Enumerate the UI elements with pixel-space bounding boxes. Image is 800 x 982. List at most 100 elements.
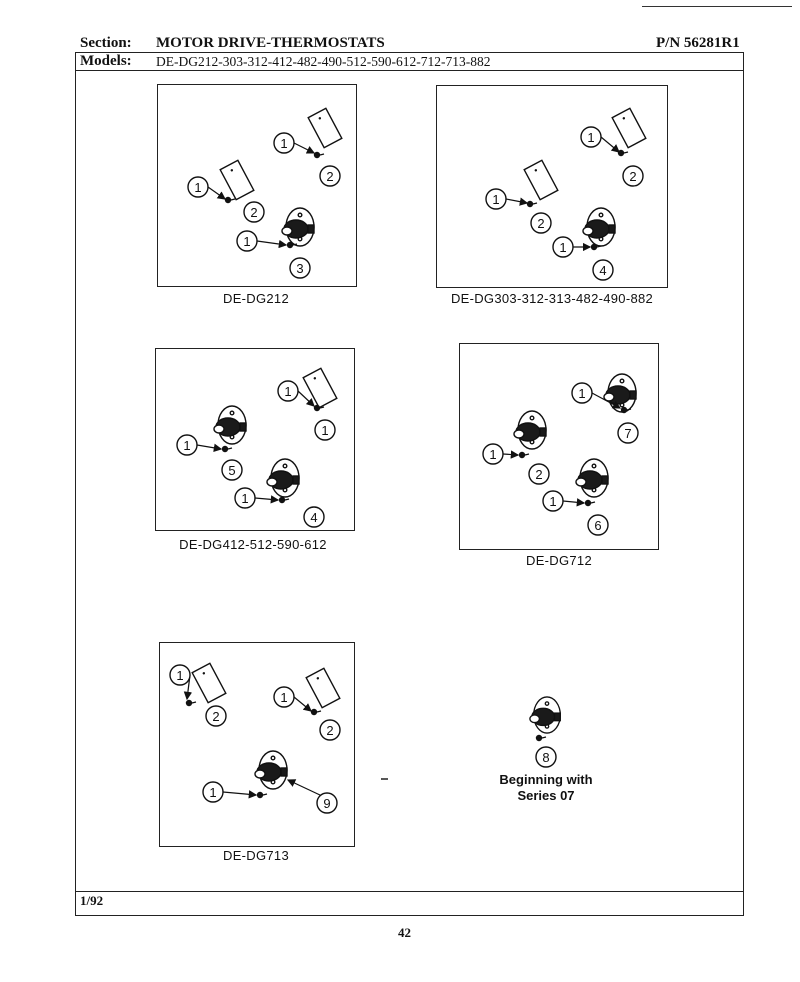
callout-5: 5 (221, 459, 243, 481)
callout-1: 1 (202, 781, 258, 803)
screw-icon (590, 243, 602, 251)
callout-2: 2 (530, 212, 552, 234)
thermostat-icon (603, 373, 637, 413)
thermostat-plate (523, 159, 559, 201)
callout-2: 2 (319, 165, 341, 187)
callout-7: 7 (617, 422, 639, 444)
callout-2: 2 (528, 463, 550, 485)
callout-number: 8 (542, 750, 549, 765)
screw-icon (185, 699, 197, 707)
thermostat-icon (281, 207, 315, 247)
callout-1: 1 (580, 126, 620, 153)
screw-icon (620, 406, 632, 414)
thermostat-plate (305, 667, 341, 709)
caption-de-dg212: DE-DG212 (223, 291, 289, 306)
screw-icon (221, 445, 233, 453)
callout-number: 1 (280, 136, 287, 151)
callout-4: 4 (592, 259, 614, 281)
screw-icon (256, 791, 268, 799)
callout-6: 6 (587, 514, 609, 536)
caption-de-dg303: DE-DG303-312-313-482-490-882 (450, 291, 654, 306)
callout-2: 2 (319, 719, 341, 741)
part-number: P/N 56281R1 (656, 35, 740, 51)
callout-1: 1 (314, 419, 336, 441)
callout-number: 1 (549, 494, 556, 509)
callout-2: 2 (205, 705, 227, 727)
callout-number: 1 (209, 785, 216, 800)
screw-icon (526, 200, 538, 208)
screw-icon (224, 196, 236, 204)
callout-number: 1 (284, 384, 291, 399)
callout-2: 2 (622, 165, 644, 187)
callout-1: 1 (236, 230, 288, 252)
thermostat-icon (529, 696, 561, 734)
callout-number: 1 (321, 423, 328, 438)
thermostat-plate (307, 107, 343, 149)
callout-1: 1 (542, 490, 586, 512)
callout-1: 1 (169, 664, 193, 701)
callout-number: 1 (241, 491, 248, 506)
screw-icon (310, 708, 322, 716)
thermostat-icon (213, 405, 247, 445)
callout-1: 1 (482, 443, 520, 465)
footer-date: 1/92 (80, 893, 104, 908)
models-list: DE-DG212-303-312-412-482-490-512-590-612… (156, 54, 491, 69)
callout-1: 1 (485, 188, 529, 210)
callout-number: 4 (599, 263, 606, 278)
section-label: Section: (80, 35, 132, 51)
callout-number: 7 (624, 426, 631, 441)
callout-9: 9 (286, 779, 338, 814)
callout-1: 1 (571, 382, 622, 409)
callout-1: 1 (277, 380, 315, 407)
screw-icon (313, 151, 325, 159)
callout-number: 1 (183, 438, 190, 453)
thermostat-plate (611, 107, 647, 149)
header-divider (75, 70, 744, 71)
callout-number: 1 (176, 668, 183, 683)
page-frame (75, 52, 744, 916)
footer-divider (75, 891, 744, 892)
callout-number: 5 (228, 463, 235, 478)
screw-icon (617, 149, 629, 157)
callout-number: 2 (212, 709, 219, 724)
callout-1: 1 (552, 236, 592, 258)
page-number: 42 (398, 925, 411, 940)
series-note: Beginning with Series 07 (499, 772, 592, 804)
thermostat-plate (302, 367, 338, 409)
callout-4: 4 (303, 506, 325, 528)
models-label: Models: (80, 53, 132, 69)
callout-number: 2 (250, 205, 257, 220)
callout-1: 1 (273, 686, 312, 712)
thermostat-icon (513, 410, 547, 450)
thermostat-icon (254, 750, 288, 790)
callout-1: 1 (176, 434, 223, 456)
callout-2: 2 (243, 201, 265, 223)
callout-number: 1 (492, 192, 499, 207)
callout-8: 8 (535, 746, 557, 768)
caption-de-dg412: DE-DG412-512-590-612 (179, 537, 327, 552)
callout-number: 2 (535, 467, 542, 482)
screw-icon (584, 499, 596, 507)
callout-number: 2 (629, 169, 636, 184)
top-rule (642, 6, 792, 7)
series-note-line1: Beginning with (499, 772, 593, 787)
callout-number: 3 (296, 261, 303, 276)
callout-number: 2 (537, 216, 544, 231)
callout-number: 4 (310, 510, 317, 525)
thermostat-icon (266, 458, 300, 498)
screw-icon (518, 451, 530, 459)
callout-number: 1 (578, 386, 585, 401)
screw-icon (286, 241, 298, 249)
callout-1: 1 (234, 487, 280, 509)
callout-number: 1 (280, 690, 287, 705)
callout-3: 3 (289, 257, 311, 279)
callout-1: 1 (273, 132, 316, 154)
thermostat-icon (575, 458, 609, 498)
callout-number: 6 (594, 518, 601, 533)
caption-de-dg712: DE-DG712 (526, 553, 592, 568)
callout-number: 1 (587, 130, 594, 145)
thermostat-plate (219, 159, 255, 201)
section-title: MOTOR DRIVE-THERMOSTATS (156, 35, 385, 51)
screw-icon (278, 496, 290, 504)
callout-number: 9 (323, 796, 330, 811)
